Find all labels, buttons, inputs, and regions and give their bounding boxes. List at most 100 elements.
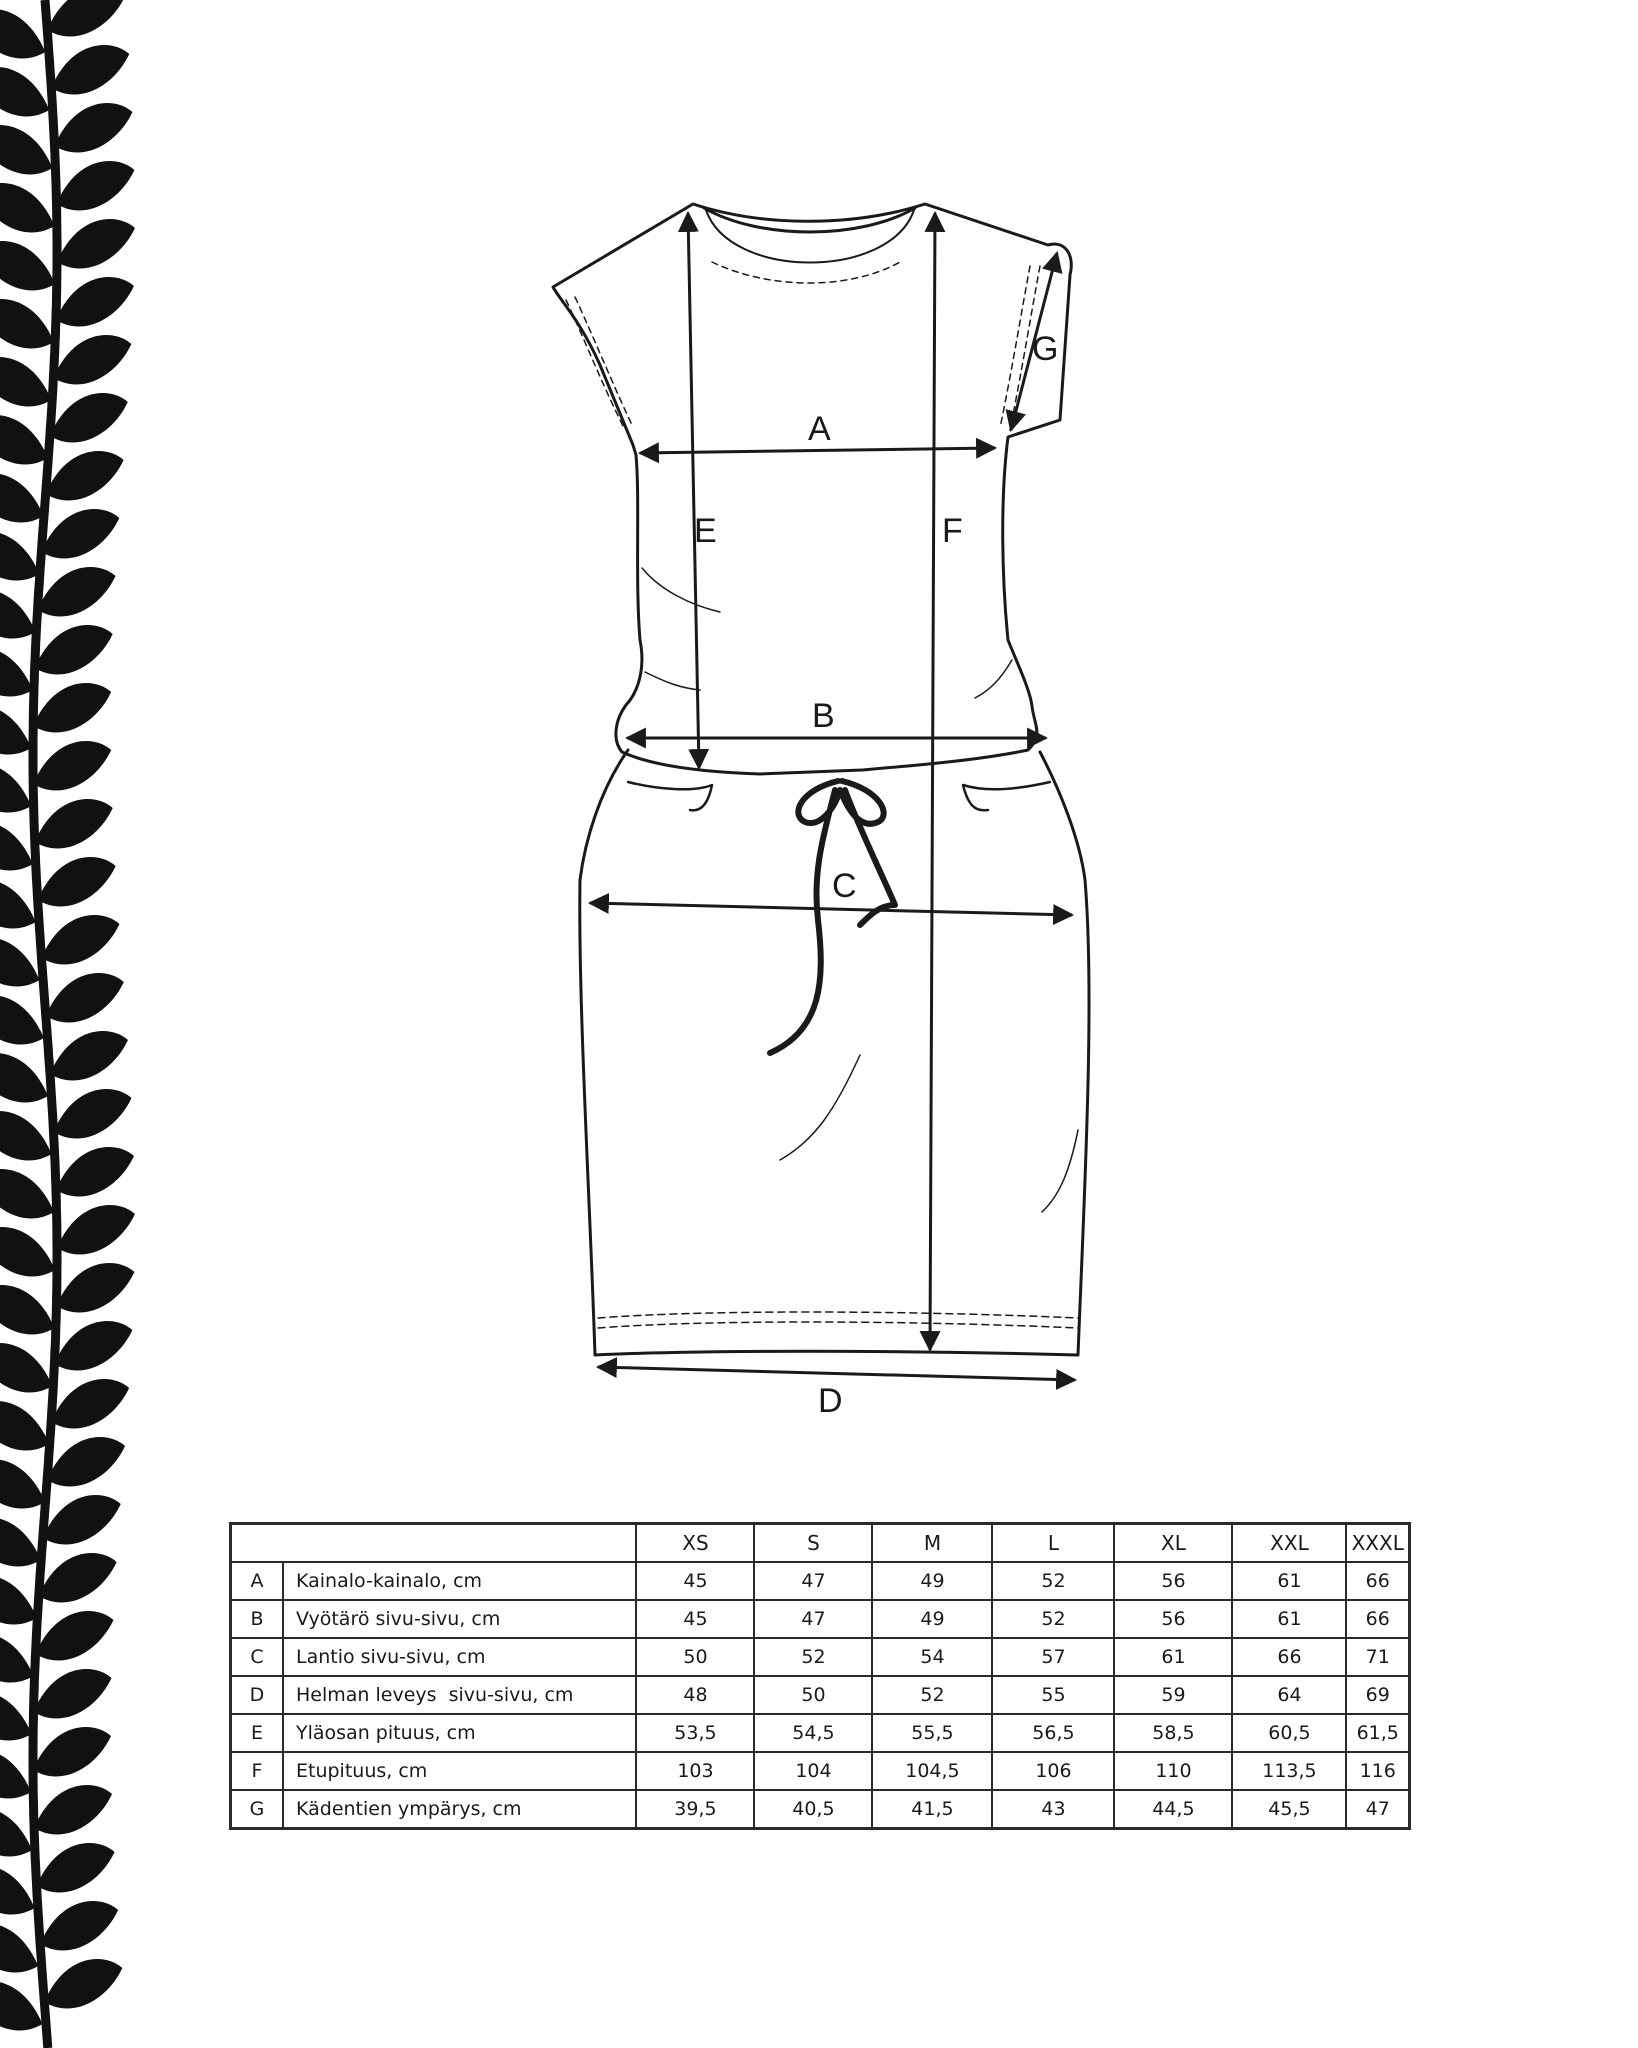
table-cell: 59 [1113,1675,1234,1715]
hem-stitch [597,1311,1079,1319]
leaf-shape [45,451,124,501]
row-name: Etupituus, cm [281,1751,638,1791]
measure-c-label: C [832,867,857,905]
table-cell: 40,5 [753,1789,874,1830]
table-cell: 48 [635,1675,756,1715]
leaf-shape [37,857,116,907]
leaf-shape [0,995,44,1045]
row-code: A [229,1561,284,1601]
leaf-shape [0,533,40,581]
leaf-shape [56,1263,135,1313]
leaf-shape [54,1321,133,1371]
leaf-shape [0,1637,34,1683]
leaf-vine-decoration [0,0,135,2048]
row-code: B [229,1599,284,1639]
table-cell: 50 [635,1637,756,1677]
table-cell: 41,5 [871,1789,994,1830]
leaf-shape [51,45,130,95]
size-header-xxl: XXL [1231,1522,1348,1563]
table-cell: 61 [1113,1637,1234,1677]
measure-e-arrow [677,210,710,771]
leaf-shape [0,768,32,813]
leaf-shape [35,1611,114,1661]
size-header-l: L [991,1522,1116,1563]
hem-stitch-2 [597,1321,1079,1329]
table-row: C Lantio sivu-sivu, cm 50 52 54 57 61 66… [229,1637,1411,1677]
row-code: D [229,1675,284,1715]
neck-band [705,209,915,264]
table-row: D Helman leveys sivu-sivu, cm 48 50 52 5… [229,1675,1411,1715]
leaf-shape [0,1401,50,1451]
table-cell: 43 [991,1789,1116,1830]
table-cell: 64 [1231,1675,1348,1715]
leaf-shape [41,509,120,559]
bodice-fold [974,659,1013,699]
leaf-shape [34,1785,113,1835]
table-cell: 55,5 [871,1713,994,1753]
measure-g-label: G [1032,330,1058,368]
row-name: Yläosan pituus, cm [281,1713,638,1753]
leaf-shape [47,0,124,37]
row-code: E [229,1713,284,1753]
leaf-shape [0,1754,32,1799]
table-cell: 54,5 [753,1713,874,1753]
leaf-shape [33,1669,112,1719]
table-cell: 104 [753,1751,874,1791]
leaf-shape [34,799,113,849]
table-cell: 60,5 [1231,1713,1348,1753]
size-header-xxxl: XXXL [1345,1522,1411,1563]
row-code: G [229,1789,284,1830]
leaf-shape [55,277,134,327]
skirt-outline [578,748,1091,1357]
table-cell: 44,5 [1113,1789,1234,1830]
table-cell: 61,5 [1345,1713,1411,1753]
dress-flat-sketch: A B C D E F G [551,202,1091,1420]
leaf-shape [0,1285,55,1335]
bodice-outline [551,202,1073,776]
table-cell: 53,5 [635,1713,756,1753]
measure-e-label: E [694,512,717,550]
leaf-shape [0,882,36,929]
table-cell: 58,5 [1113,1713,1234,1753]
leaf-shape [42,1495,121,1545]
leaf-shape [0,1227,55,1277]
leaf-shape [33,683,112,733]
leaf-shape [47,1437,126,1487]
table-cell: 110 [1113,1751,1234,1791]
table-cell: 49 [871,1561,994,1601]
bodice-fold [641,567,721,613]
leaf-shape [0,183,55,233]
measure-c-arrow [587,892,1075,926]
table-cell: 103 [635,1751,756,1791]
leaf-shape [0,9,46,59]
leaf-shape [33,1727,112,1777]
leaf-shape [0,939,40,987]
table-cell: 52 [991,1599,1116,1639]
row-name: Vyötärö sivu-sivu, cm [281,1599,638,1639]
table-cell: 52 [753,1637,874,1677]
leaf-shape [0,1518,41,1567]
leaf-shape [0,1869,35,1915]
table-cell: 47 [1345,1789,1411,1830]
leaf-shape [56,1205,135,1255]
leaf-shape [56,219,135,269]
leaf-shape [0,1053,48,1103]
measure-d-label: D [818,1382,843,1420]
skirt-fold [1041,1129,1079,1213]
size-header-s: S [753,1522,874,1563]
skirt-fold [779,1054,861,1161]
leaf-shape [0,592,36,639]
leaf-shape [51,1379,130,1429]
leaf-shape [0,1459,46,1509]
measure-f-arrow [919,210,946,1353]
table-cell: 45 [635,1599,756,1639]
table-cell: 66 [1231,1637,1348,1677]
size-chart-table: XS S M L XL XXL XXXL A Kainalo-kainalo, … [229,1522,1411,1830]
table-cell: 116 [1345,1751,1411,1791]
table-cell: 56 [1113,1599,1234,1639]
leaf-shape [0,1925,39,1973]
table-cell: 56,5 [991,1713,1116,1753]
leaf-shape [37,567,116,617]
table-cell: 39,5 [635,1789,756,1830]
table-row: G Kädentien ympärys, cm 39,5 40,5 41,5 4… [229,1789,1411,1830]
